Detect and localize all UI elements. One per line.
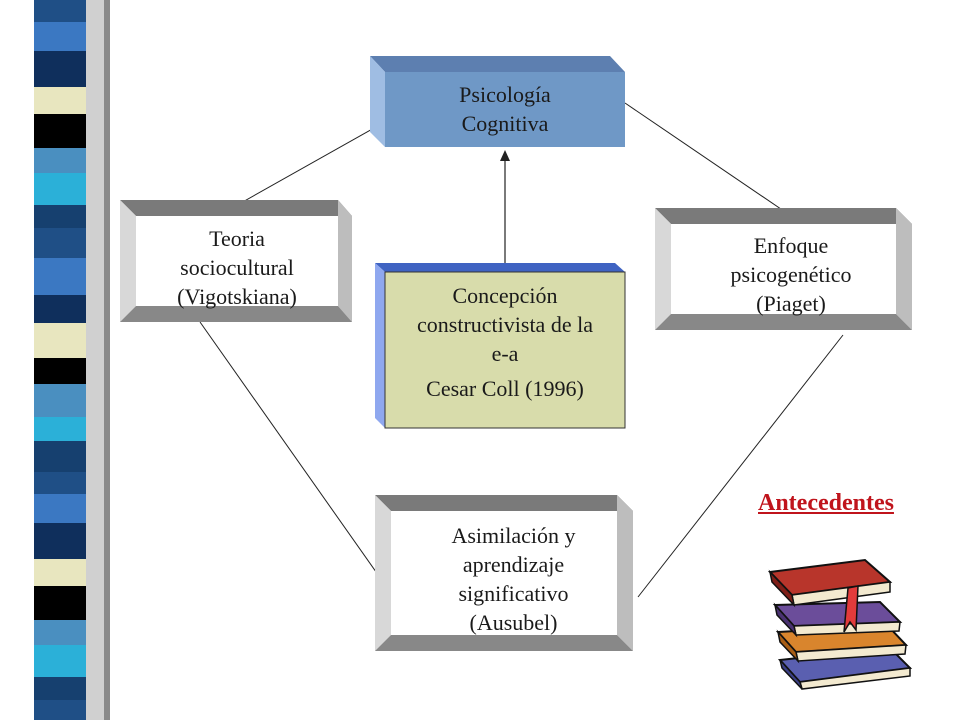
text-concepcion-constructivista: Concepción constructivista de la e-a Ces… <box>417 283 593 401</box>
strip-square <box>34 620 86 645</box>
strip-square <box>34 295 86 323</box>
text-asimilacion-aprendizaje: Asimilación y aprendizaje significativo … <box>451 523 576 635</box>
strip-square <box>34 358 86 384</box>
strip-square <box>34 441 86 472</box>
strip-square <box>34 384 86 417</box>
decorative-side-strip <box>0 0 110 720</box>
strip-square <box>34 205 86 228</box>
strip-square <box>34 87 86 114</box>
strip-square <box>34 228 86 258</box>
strip-square <box>34 700 86 720</box>
connector-top-left <box>215 122 384 218</box>
strip-square <box>34 645 86 677</box>
strip-square <box>34 0 86 22</box>
antecedentes-label: Antecedentes <box>758 490 894 516</box>
text-psicologia-cognitiva: Psicología Cognitiva <box>459 82 551 136</box>
strip-square <box>34 148 86 173</box>
strip-square <box>34 559 86 586</box>
strip-square <box>34 323 86 358</box>
text-enfoque-psicogenetico: Enfoque psicogenético (Piaget) <box>730 233 852 316</box>
strip-square <box>34 417 86 441</box>
strip-square <box>34 586 86 620</box>
connector-top-right <box>624 102 801 223</box>
strip-square <box>34 258 86 295</box>
strip-square <box>34 114 86 148</box>
connector-left-bottom <box>199 321 394 597</box>
strip-square <box>34 173 86 205</box>
strip-square <box>34 22 86 51</box>
strip-square <box>34 523 86 559</box>
text-teoria-sociocultural: Teoria sociocultural (Vigotskiana) <box>177 226 297 309</box>
books-icon <box>767 558 913 690</box>
arrow-head <box>500 150 510 161</box>
strip-square <box>34 472 86 494</box>
strip-square <box>34 51 86 87</box>
strip-square <box>34 677 86 700</box>
strip-square <box>34 494 86 523</box>
